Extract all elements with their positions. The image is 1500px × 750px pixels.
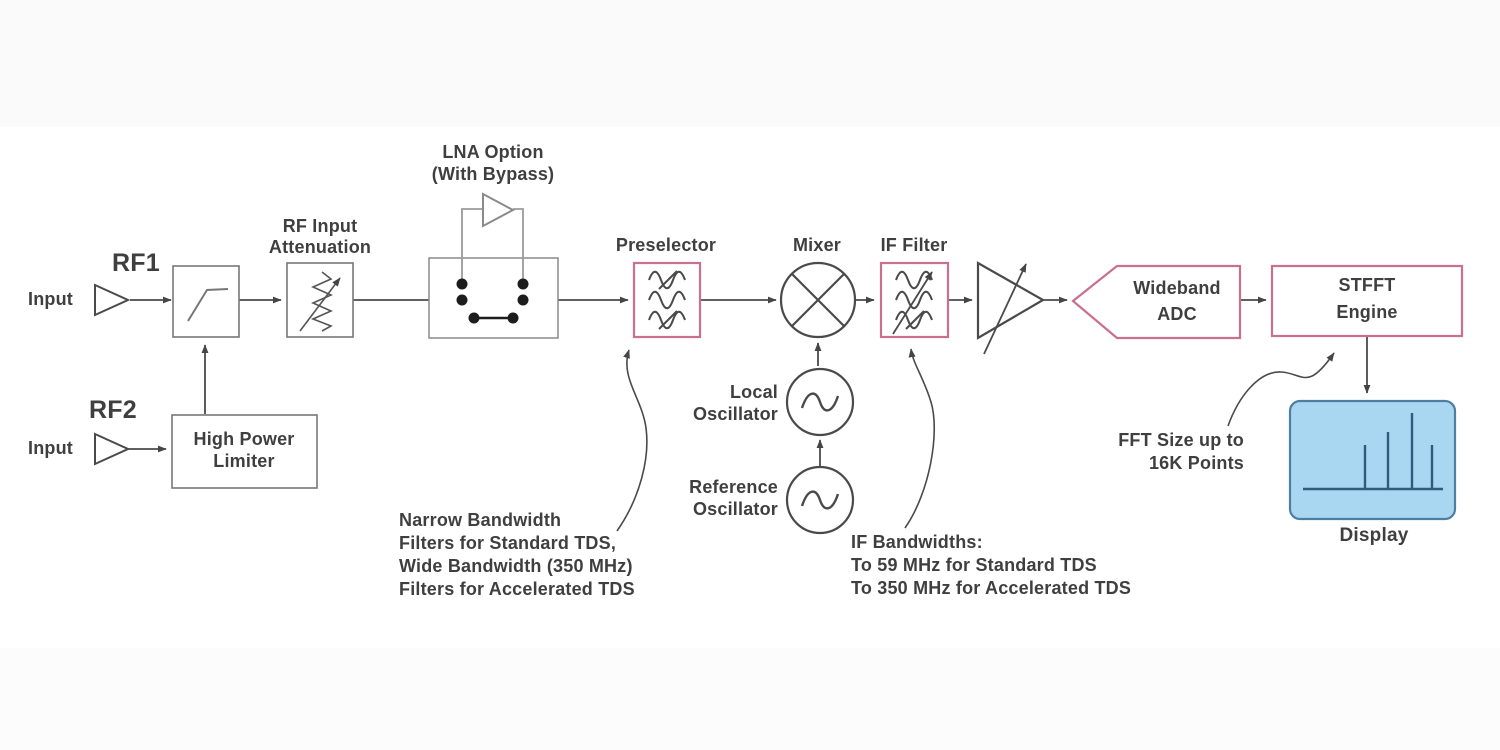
high-power-limiter-label-line1: High Power (193, 429, 295, 449)
attenuator-block (286, 262, 354, 338)
lna-label-line2: (With Bypass) (431, 164, 555, 184)
preselector-label: Preselector (615, 235, 717, 255)
local-oscillator-block (785, 367, 855, 437)
limiter-icon (187, 288, 229, 322)
preselector-block (632, 261, 702, 339)
bypass-switch-icon (456, 278, 529, 324)
if-bandwidth-note-line3: To 350 MHz for Accelerated TDS (851, 578, 1132, 598)
high-power-limiter-label: High Power Limiter (193, 428, 294, 472)
if-filter-variable-arrow-icon (892, 271, 933, 335)
wideband-adc-label-line1: Wideband (1133, 278, 1221, 298)
reference-oscillator-block (785, 465, 855, 535)
lna-bypass-block (428, 192, 559, 339)
wideband-adc-label-line2: ADC (1157, 304, 1197, 324)
fft-note-arrow (1227, 352, 1335, 427)
bandpass-filter-icon (648, 270, 686, 330)
wideband-adc-block (1071, 264, 1242, 340)
rf2-port-label: Input (28, 438, 73, 458)
wideband-adc-label: Wideband ADC (1133, 275, 1220, 327)
attenuator-variable-arrow-icon (299, 277, 341, 332)
fft-note-line1: FFT Size up to (1118, 430, 1244, 450)
if-bandwidth-note-line1: IF Bandwidths: (851, 532, 983, 552)
mixer-block (779, 261, 857, 339)
rf-attenuation-label: RF Input Attenuation (269, 216, 371, 258)
rf2-connector-icon (94, 432, 131, 466)
preselector-note-line1: Narrow Bandwidth (399, 510, 562, 530)
high-power-limiter-label-line2: Limiter (213, 451, 275, 471)
rf1-port-label: Input (28, 289, 73, 309)
rf-attenuation-label-line2: Attenuation (268, 237, 372, 257)
mixer-label: Mixer (792, 235, 842, 255)
spectrum-icon (1303, 413, 1443, 491)
lna-amplifier-icon (482, 192, 516, 228)
preselector-note-line2: Filters for Standard TDS, (399, 533, 617, 553)
if-filter-block (879, 261, 950, 339)
mixer-icon (791, 273, 845, 327)
gain-variable-arrow-icon (983, 263, 1027, 355)
local-oscillator-label: Local Oscillator (693, 381, 778, 425)
rf-attenuation-label-line1: RF Input (282, 216, 358, 236)
if-filter-label: IF Filter (880, 235, 948, 255)
variable-gain-amplifier-block (976, 261, 1046, 355)
if-note-arrow (904, 348, 936, 529)
fft-note: FFT Size up to 16K Points (1118, 429, 1244, 475)
reference-oscillator-label-line1: Reference (689, 477, 778, 497)
amplifier-icon (976, 261, 1046, 340)
limiter-block (172, 265, 240, 338)
preselector-note: Narrow Bandwidth Filters for Standard TD… (399, 509, 635, 601)
rf1-label: RF1 (112, 249, 160, 277)
preselector-note-line3: Wide Bandwidth (350 MHz) (399, 556, 633, 576)
if-bandwidth-note: IF Bandwidths: To 59 MHz for Standard TD… (851, 531, 1131, 600)
fft-note-line2: 16K Points (1148, 453, 1244, 473)
background-band-bottom (0, 648, 1500, 750)
local-oscillator-label-line1: Local (729, 382, 778, 402)
display-label: Display (1339, 525, 1409, 546)
if-bandwidth-note-line2: To 59 MHz for Standard TDS (851, 555, 1097, 575)
stfft-engine-label-line1: STFFT (1338, 275, 1396, 295)
stfft-engine-label: STFFT Engine (1336, 272, 1397, 326)
local-oscillator-label-line2: Oscillator (692, 404, 778, 424)
reference-oscillator-label-line2: Oscillator (692, 499, 778, 519)
rf2-label: RF2 (89, 396, 137, 424)
preselector-note-line4: Filters for Accelerated TDS (399, 579, 635, 599)
stfft-engine-block (1270, 264, 1464, 338)
background-band-top (0, 0, 1500, 127)
lna-label: LNA Option (With Bypass) (432, 141, 554, 185)
display-block (1288, 399, 1457, 521)
sine-wave-icon (800, 392, 840, 412)
signal-path-arrows (128, 296, 1371, 466)
annotation-arrows (616, 348, 1335, 532)
preselector-note-arrow (616, 349, 648, 532)
reference-oscillator-label: Reference Oscillator (689, 476, 778, 520)
stfft-engine-label-line2: Engine (1336, 302, 1398, 322)
high-power-limiter-block (171, 414, 318, 489)
lna-label-line1: LNA Option (442, 142, 544, 162)
rf1-connector-icon (94, 283, 131, 317)
bypass-riser-lines (461, 208, 524, 284)
sine-wave-icon (800, 490, 840, 510)
attenuator-icon (310, 271, 333, 332)
